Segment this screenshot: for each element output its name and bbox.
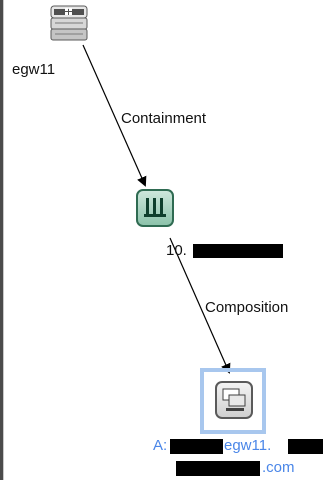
interface-label-prefix[interactable]: A: [153,437,168,454]
ip-node[interactable] [135,188,175,228]
ip-address-icon [136,189,174,227]
containment-label: Containment [121,110,207,127]
interface-redaction-1 [170,439,223,454]
windows-server-icon [50,5,88,41]
interface-label-domain[interactable]: .com [262,459,295,476]
composition-edge[interactable] [169,237,231,374]
composition-label: Composition [205,299,289,316]
interface-node[interactable] [214,380,254,420]
server-label[interactable]: egw11 [12,61,56,78]
network-interface-icon [215,381,253,419]
ip-label-prefix[interactable]: 10. [166,242,187,259]
interface-label-mid[interactable]: egw11. [224,437,272,454]
server-node[interactable] [49,4,89,44]
interface-redaction-3 [176,461,260,476]
ip-redaction [193,244,283,258]
panel-border [0,0,4,480]
selection-highlight [200,368,266,434]
containment-edge[interactable] [82,44,147,187]
interface-redaction-2 [288,439,323,454]
